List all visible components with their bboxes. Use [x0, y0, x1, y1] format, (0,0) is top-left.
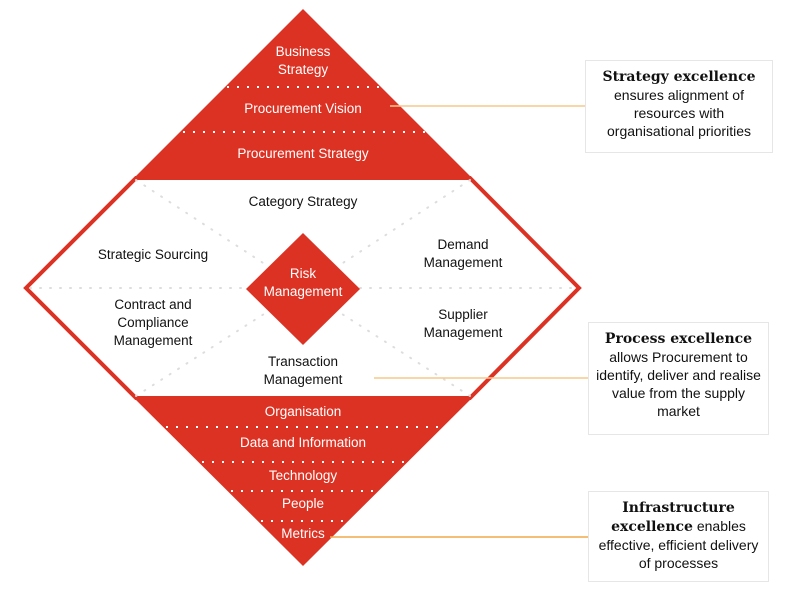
callout-content: Infrastructure excellence enables effect…: [594, 498, 764, 572]
connectors: [330, 105, 588, 538]
label-line: Management: [263, 284, 343, 299]
label-data-information: Data and Information: [239, 435, 367, 450]
callout-body: enables effective, efficient delivery of…: [598, 518, 759, 571]
label-transaction-management: Transaction Management: [264, 353, 343, 389]
label-line: Management: [423, 325, 503, 340]
callout-title: Process excellence: [604, 331, 753, 347]
callout-body: ensures alignment of resources with orga…: [607, 87, 751, 139]
top-band: [134, 9, 472, 178]
label-strategic-sourcing: Strategic Sourcing: [97, 247, 209, 262]
label-metrics: Metrics: [281, 526, 325, 541]
label-technology: Technology: [268, 468, 338, 483]
label-line: Risk: [289, 266, 317, 281]
callout-infrastructure-excellence: Infrastructure excellence enables effect…: [588, 491, 769, 582]
label-line: Management: [423, 255, 503, 270]
callout-process-excellence: Process excellence allows Procurement to…: [588, 322, 769, 435]
callout-body: allows Procurement to identify, deliver …: [596, 349, 761, 419]
label-business-strategy: Business Strategy: [276, 43, 331, 79]
label-line: Management: [263, 372, 343, 387]
label-supplier-management: Supplier Management: [424, 306, 503, 342]
label-contract-compliance: Contract and Compliance Management: [114, 296, 193, 350]
label-people: People: [281, 496, 325, 511]
label-line: Contract and: [114, 297, 192, 312]
label-line: Demand: [437, 237, 489, 252]
callout-title: Infrastructure excellence: [611, 500, 735, 535]
label-procurement-strategy: Procurement Strategy: [237, 146, 369, 161]
label-line: Compliance: [117, 315, 189, 330]
label-text: Business Strategy: [275, 44, 331, 77]
label-category-strategy: Category Strategy: [248, 194, 358, 209]
dotted-guides: [29, 179, 576, 397]
label-risk-management: Risk Management: [264, 265, 343, 301]
callout-strategy-excellence: Strategy excellence ensures alignment of…: [585, 60, 773, 153]
label-procurement-vision: Procurement Vision: [244, 101, 362, 116]
bottom-separators: [166, 426, 442, 522]
risk-diamond: [246, 233, 360, 345]
callout-title: Strategy excellence: [602, 69, 756, 85]
label-organisation: Organisation: [264, 404, 342, 419]
bottom-band: [134, 398, 472, 566]
top-separators: [183, 86, 425, 133]
label-demand-management: Demand Management: [424, 236, 503, 272]
label-line: Transaction: [267, 354, 339, 369]
label-line: Supplier: [438, 307, 488, 322]
label-line: Management: [113, 333, 193, 348]
